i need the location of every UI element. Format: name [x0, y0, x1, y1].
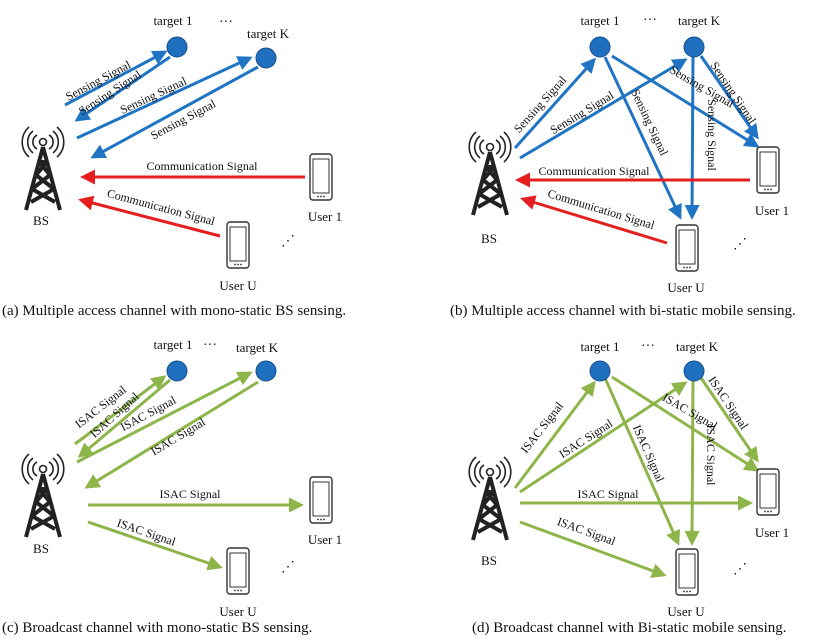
arrow-isac-bs-to-useru — [519, 520, 667, 578]
label-sensing-signal: Sensing Signal — [705, 99, 719, 171]
base-station-tower-icon — [20, 125, 66, 212]
user-u-phone-icon — [675, 224, 699, 272]
arrow-isac-tk-to-useru — [684, 377, 700, 546]
arrow-isac-t1-to-bs — [77, 378, 171, 458]
ellipsis: ··· — [641, 339, 655, 354]
label-isac-signal: ISAC Signal — [555, 514, 618, 548]
arrow-sensing-bs-to-t1 — [64, 50, 168, 107]
panel-a: Sensing Signal Sensing Signal Sensing Si… — [20, 13, 342, 293]
panel-c: ISAC Signal ISAC Signal ISAC Signal ISAC… — [20, 337, 342, 619]
arrow-sensing-bs-to-t1 — [513, 57, 597, 150]
arrow-isac-bs-to-tk — [519, 381, 688, 494]
user-1-phone-icon — [756, 468, 780, 516]
user-u-label: User U — [667, 604, 705, 619]
panel-d: ISAC Signal ISAC Signal ISAC Signal ISAC… — [467, 339, 789, 619]
arrow-sensing-t1-to-useru — [603, 56, 682, 220]
bs-label: BS — [481, 231, 497, 246]
arrow-sensing-tk-to-bs — [90, 65, 259, 159]
user-1-phone-icon — [309, 153, 333, 201]
target-k-label: target K — [678, 13, 721, 28]
label-sensing-signal: Sensing Signal — [148, 96, 218, 142]
arrow-comm-useru-to-bs — [78, 195, 221, 238]
label-isac-signal: ISAC Signal — [704, 424, 718, 486]
ellipsis: ⋰ — [733, 562, 747, 577]
user-1-label: User 1 — [308, 532, 342, 547]
ellipsis: ··· — [643, 13, 657, 28]
ellipsis: ⋰ — [733, 237, 747, 252]
panel-b: Sensing Signal Sensing Signal Sensing Si… — [467, 13, 789, 295]
target-k-label: target K — [236, 340, 279, 355]
arrow-isac-bs-to-useru — [87, 520, 223, 571]
user-u-phone-icon — [675, 548, 699, 596]
arrow-isac-bs-to-t1 — [74, 375, 167, 446]
arrow-sensing-tk-to-useru — [684, 56, 700, 220]
bs-label: BS — [33, 541, 49, 556]
target-k — [255, 360, 277, 382]
arrow-sensing-tk-to-user1 — [699, 55, 759, 140]
arrow-sensing-t1-to-bs — [74, 55, 171, 122]
ellipsis: ··· — [219, 15, 233, 30]
target-1 — [589, 360, 611, 382]
arrow-sensing-bs-to-tk — [76, 56, 253, 140]
label-isac-signal: ISAC Signal — [159, 487, 221, 501]
caption-d: (d) Broadcast channel with Bi-static mob… — [472, 620, 787, 636]
target-k-label: target K — [247, 26, 290, 41]
target-k — [683, 360, 705, 382]
target-k-label: target K — [676, 339, 719, 354]
label-communication-signal: Communication Signal — [546, 186, 657, 232]
arrow-sensing-bs-to-tk — [519, 58, 688, 160]
label-sensing-signal: Sensing Signal — [548, 88, 617, 137]
target-k — [683, 36, 705, 58]
target-1 — [166, 36, 188, 58]
arrow-isac-t1-to-useru — [603, 377, 681, 546]
target-1-label: target 1 — [153, 337, 192, 352]
base-station-tower-icon — [467, 130, 513, 217]
arrow-comm-useru-to-bs — [520, 195, 668, 245]
caption-a: (a) Multiple access channel with mono-st… — [2, 303, 347, 319]
ellipsis: ⋰ — [281, 234, 295, 249]
label-communication-signal: Communication Signal — [539, 164, 651, 178]
label-communication-signal: Communication Signal — [147, 159, 259, 173]
user-u-phone-icon — [226, 547, 250, 595]
target-1 — [166, 360, 188, 382]
target-1-label: target 1 — [153, 13, 192, 28]
user-1-label: User 1 — [755, 525, 789, 540]
arrow-isac-t1-to-user1 — [611, 375, 760, 472]
arrow-sensing-t1-to-user1 — [611, 54, 760, 148]
user-1-phone-icon — [309, 476, 333, 524]
user-u-phone-icon — [226, 221, 250, 269]
ellipsis: ⋰ — [281, 560, 295, 575]
arrow-isac-bs-to-t1 — [513, 380, 596, 489]
label-isac-signal: ISAC Signal — [115, 516, 178, 549]
target-1 — [589, 36, 611, 58]
ellipsis: ··· — [203, 338, 217, 353]
target-1-label: target 1 — [580, 13, 619, 28]
user-u-label: User U — [219, 278, 257, 293]
base-station-tower-icon — [20, 452, 66, 539]
arrow-isac-bs-to-tk — [76, 371, 253, 464]
target-1-label: target 1 — [580, 339, 619, 354]
caption-b: (b) Multiple access channel with bi-stat… — [450, 303, 796, 319]
user-1-label: User 1 — [755, 203, 789, 218]
user-1-label: User 1 — [308, 209, 342, 224]
user-u-label: User U — [667, 280, 705, 295]
user-1-phone-icon — [756, 146, 780, 194]
arrow-isac-tk-to-user1 — [699, 377, 759, 463]
caption-c: (c) Broadcast channel with mono-static B… — [2, 620, 313, 636]
bs-label: BS — [481, 553, 497, 568]
bs-label: BS — [33, 213, 49, 228]
arrow-isac-tk-to-bs — [84, 380, 259, 489]
label-isac-signal: ISAC Signal — [577, 487, 639, 501]
base-station-tower-icon — [467, 455, 513, 542]
target-k — [255, 47, 277, 69]
user-u-label: User U — [219, 604, 257, 619]
